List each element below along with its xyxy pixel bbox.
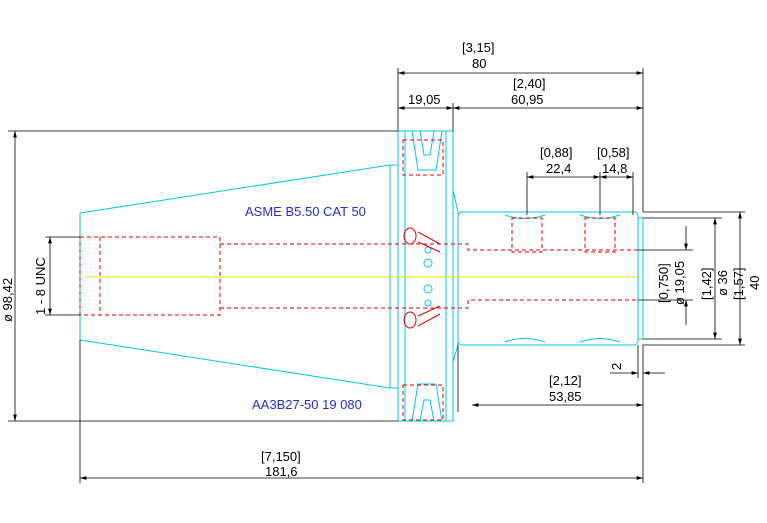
dim-groove-pitch-mm: 22,4 — [546, 161, 571, 176]
dim-bore-in: [0,750] — [656, 263, 671, 303]
v-groove-top — [411, 130, 443, 171]
dim-gauge-len-mm: 60,95 — [511, 92, 544, 107]
dim-overall-in: [7,150] — [261, 449, 301, 464]
dimension-lines — [8, 68, 745, 483]
dim-bore-mm: ø 19,05 — [672, 261, 687, 305]
dim-nose-dia-in: [1,42] — [699, 267, 714, 300]
dim-nose-length-mm: 53,85 — [549, 389, 582, 404]
spec-label: ASME B5.50 CAT 50 — [245, 204, 366, 219]
dim-chamfer: 2 — [609, 363, 624, 370]
dim-groove-pitch-in: [0,88] — [540, 145, 573, 160]
dim-flange-width: 19,05 — [408, 92, 441, 107]
dim-groove-width-in: [0,58] — [597, 145, 630, 160]
thread-bore — [79, 236, 221, 316]
dim-flange-dia: ø 98,42 — [0, 278, 15, 322]
nose-outline — [457, 211, 639, 346]
hidden-lines — [79, 139, 638, 421]
dim-groove-width-mm: 14,8 — [602, 161, 627, 176]
dim-gauge-len-in: [2,40] — [513, 76, 546, 91]
neck-outline — [452, 189, 459, 363]
dim-overall-mm: 181,6 — [265, 464, 298, 479]
part-outline — [79, 130, 644, 422]
dim-top-overall-in: [3,15] — [462, 40, 495, 55]
part-number-label: AA3B27-50 19 080 — [252, 397, 362, 412]
dim-top-overall-mm: 80 — [472, 56, 486, 71]
dim-nose-len-mm: 40 — [747, 276, 762, 290]
dim-thread: 1 - 8 UNC — [33, 257, 48, 315]
dim-nose-len-in: [1,57] — [731, 267, 746, 300]
dim-nose-length-in: [2,12] — [549, 373, 582, 388]
v-groove-bottom — [411, 383, 443, 422]
flange-outline — [397, 130, 454, 422]
flange-hole — [423, 258, 433, 268]
dim-nose-dia-mm: ø 36 — [715, 270, 730, 296]
